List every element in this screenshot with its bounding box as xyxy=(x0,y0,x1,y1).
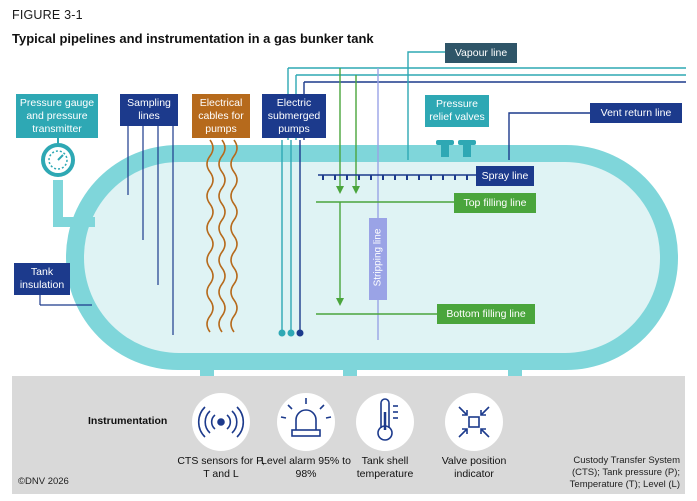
sampling-lines xyxy=(127,125,174,335)
electrical-cables xyxy=(206,139,238,333)
sampling-lines-label: Sampling lines xyxy=(120,94,178,126)
stripping-line-box xyxy=(369,218,387,300)
thermometer-icon xyxy=(377,398,398,441)
instrument-caption-valve-position: Valve position indicator xyxy=(441,455,507,480)
spray-line-label: Spray line xyxy=(476,166,534,186)
gauge-pipe xyxy=(53,180,95,227)
stripping-line-label: Stripping line xyxy=(372,228,384,287)
instrumentation-heading: Instrumentation xyxy=(88,415,168,427)
instrumentation-panel xyxy=(12,376,685,494)
tank-insulation-label: Tank insulation xyxy=(14,263,70,295)
instrument-caption-level-alarm: Level alarm 95% to 98% xyxy=(261,455,351,480)
wireless-sensor-icon xyxy=(197,406,245,438)
vent-return-label: Vent return line xyxy=(590,103,682,123)
footnote: Custody Transfer System (CTS); Tank pres… xyxy=(569,455,680,490)
top-filling-label: Top filling line xyxy=(454,193,536,213)
vapour-line-label: Vapour line xyxy=(445,43,517,63)
valve-position-icon xyxy=(458,406,490,438)
electrical-cables-label: Electrical cables for pumps xyxy=(192,94,250,138)
pressure-gauge-label: Pressure gauge and pressure transmitter xyxy=(16,94,98,138)
instrument-circle-4 xyxy=(445,393,503,451)
filling-arrows xyxy=(336,186,360,194)
diagram-title: Typical pipelines and instrumentation in… xyxy=(12,31,374,46)
pressure-relief-label: Pressure relief valves xyxy=(425,95,489,127)
figure-label: FIGURE 3-1 xyxy=(12,8,83,22)
instrument-caption-cts: CTS sensors for P, T and L xyxy=(177,455,265,480)
pressure-relief-valve-icons xyxy=(436,140,476,157)
alarm-light-icon xyxy=(280,398,332,437)
pump-lines xyxy=(278,140,304,337)
bottom-filling-label: Bottom filling line xyxy=(437,304,535,324)
vent-return-pipe xyxy=(508,112,590,160)
vapour-line-pipe xyxy=(407,51,445,160)
electric-pumps-label: Electric submerged pumps xyxy=(262,94,326,138)
instrument-caption-shell-temp: Tank shell temperature xyxy=(356,455,414,480)
copyright: ©DNV 2026 xyxy=(18,476,69,487)
spray-line-pipe xyxy=(318,174,476,180)
